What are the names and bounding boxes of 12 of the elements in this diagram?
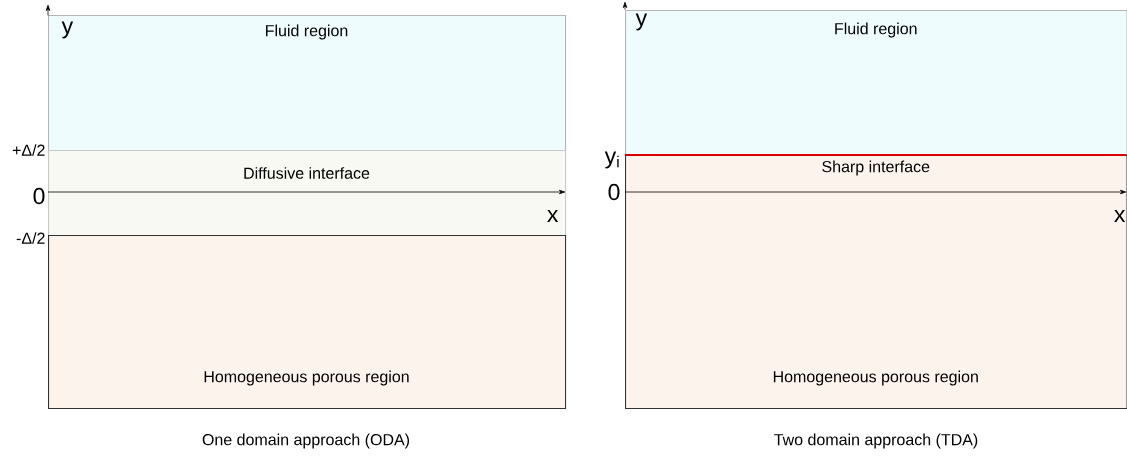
region-band: Homogeneous porous region — [48, 235, 567, 410]
tick-label: +Δ/2 — [12, 144, 45, 156]
axis-label: y — [61, 21, 74, 39]
axis-label: x — [1114, 209, 1126, 223]
tick-label: 0 — [608, 183, 620, 201]
panel-caption: One domain approach (ODA) — [202, 433, 409, 449]
tick-label: -Δ/2 — [16, 232, 45, 244]
axis-label: y$_{i}$ — [604, 151, 619, 169]
tick-label: 0 — [33, 187, 45, 205]
axis-label: y — [635, 13, 648, 31]
panel-caption: Two domain approach (TDA) — [774, 433, 978, 449]
axis-label: x — [547, 209, 559, 223]
